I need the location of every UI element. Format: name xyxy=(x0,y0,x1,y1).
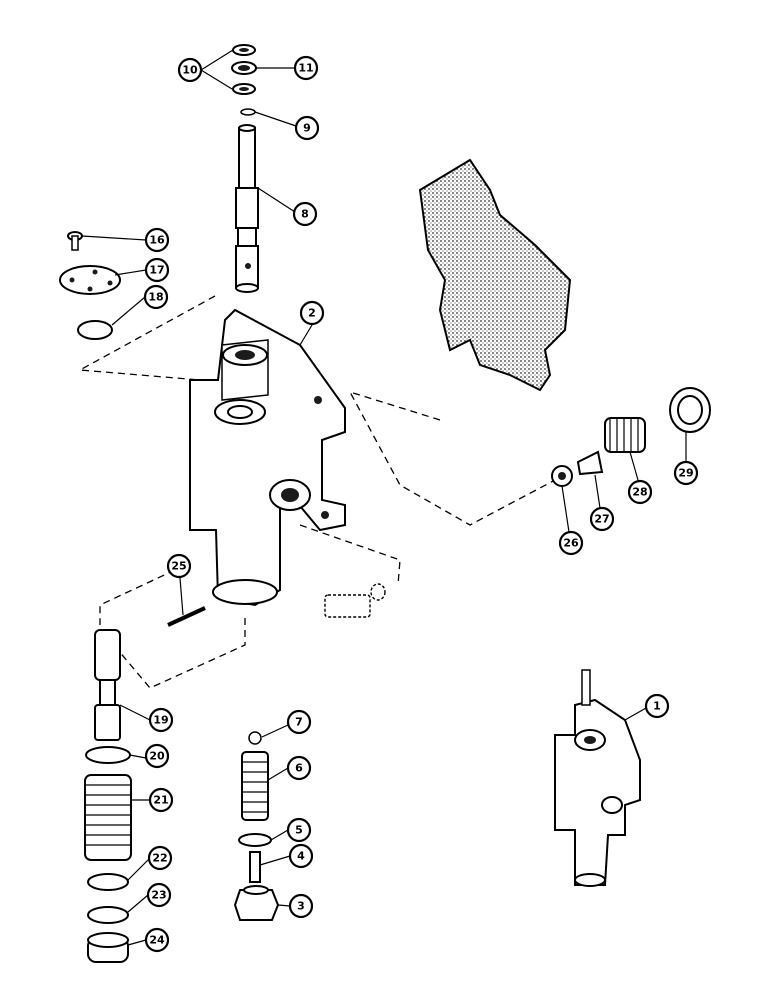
svg-text:19: 19 xyxy=(153,714,168,727)
callout-7: 7 xyxy=(286,709,312,735)
callout-6: 6 xyxy=(286,755,312,781)
valve-housing-2 xyxy=(189,308,346,607)
svg-text:20: 20 xyxy=(149,750,165,763)
pin-4 xyxy=(249,851,261,883)
spring-28 xyxy=(604,417,646,453)
svg-text:25: 25 xyxy=(171,560,186,573)
leader-lines xyxy=(81,49,687,946)
disc-22 xyxy=(87,873,129,891)
spring-21 xyxy=(84,774,132,861)
svg-text:5: 5 xyxy=(295,824,303,837)
svg-text:29: 29 xyxy=(678,467,693,480)
poppet-27 xyxy=(576,450,604,476)
callout-2: 2 xyxy=(299,300,325,326)
callout-5: 5 xyxy=(286,817,312,843)
callout-25: 25 xyxy=(166,553,192,579)
callout-17: 17 xyxy=(144,257,170,283)
o-ring-9 xyxy=(240,108,256,116)
svg-text:22: 22 xyxy=(152,852,167,865)
svg-text:11: 11 xyxy=(298,62,313,75)
svg-text:24: 24 xyxy=(149,934,165,947)
gasket xyxy=(418,158,572,392)
callout-27: 27 xyxy=(589,506,615,532)
svg-text:26: 26 xyxy=(563,537,579,550)
plug-3 xyxy=(233,885,280,921)
svg-text:10: 10 xyxy=(182,64,198,77)
svg-text:23: 23 xyxy=(151,889,166,902)
cap-24 xyxy=(87,932,129,963)
valve-spool-8 xyxy=(235,124,259,293)
callout-26: 26 xyxy=(558,530,584,556)
plug-29 xyxy=(669,387,711,433)
svg-text:7: 7 xyxy=(295,716,303,729)
callout-21: 21 xyxy=(148,787,174,813)
ball-7 xyxy=(248,731,262,745)
callout-3: 3 xyxy=(288,893,314,919)
svg-text:8: 8 xyxy=(301,208,309,221)
callout-19: 19 xyxy=(148,707,174,733)
callout-22: 22 xyxy=(147,845,173,871)
svg-text:16: 16 xyxy=(149,234,165,247)
spring-6 xyxy=(241,751,269,821)
svg-text:1: 1 xyxy=(653,700,661,713)
callouts: 10 11 9 8 16 17 18 2 29 28 27 26 25 19 2… xyxy=(143,55,699,953)
svg-text:17: 17 xyxy=(149,264,164,277)
seal-stack xyxy=(231,44,257,95)
assembled-valve-1 xyxy=(554,669,641,887)
callout-8: 8 xyxy=(292,201,318,227)
callout-18: 18 xyxy=(143,284,169,310)
callout-11: 11 xyxy=(293,55,319,81)
svg-text:28: 28 xyxy=(632,486,647,499)
svg-text:18: 18 xyxy=(148,291,163,304)
mounting-bolt-ghost xyxy=(324,583,386,618)
svg-text:27: 27 xyxy=(594,513,609,526)
assembly-guide-lines xyxy=(77,295,556,689)
callout-9: 9 xyxy=(294,115,320,141)
callout-20: 20 xyxy=(144,743,170,769)
pin-25 xyxy=(167,606,206,627)
svg-text:6: 6 xyxy=(295,762,303,775)
svg-text:21: 21 xyxy=(153,794,168,807)
svg-text:3: 3 xyxy=(297,900,305,913)
svg-text:9: 9 xyxy=(303,122,311,135)
callout-24: 24 xyxy=(144,927,170,953)
callout-10: 10 xyxy=(177,57,203,83)
callout-4: 4 xyxy=(288,843,314,869)
callout-23: 23 xyxy=(146,882,172,908)
svg-text:2: 2 xyxy=(308,307,316,320)
svg-text:4: 4 xyxy=(297,850,305,863)
screw-16 xyxy=(67,231,83,251)
callout-29: 29 xyxy=(673,460,699,486)
o-ring-18 xyxy=(77,320,113,340)
callout-28: 28 xyxy=(627,479,653,505)
ring-23 xyxy=(87,906,129,924)
washer-5 xyxy=(238,833,272,847)
snap-ring-20 xyxy=(85,746,131,764)
callout-1: 1 xyxy=(644,693,670,719)
cover-plate-17 xyxy=(59,265,121,295)
callout-16: 16 xyxy=(144,227,170,253)
plunger-19 xyxy=(94,629,121,741)
